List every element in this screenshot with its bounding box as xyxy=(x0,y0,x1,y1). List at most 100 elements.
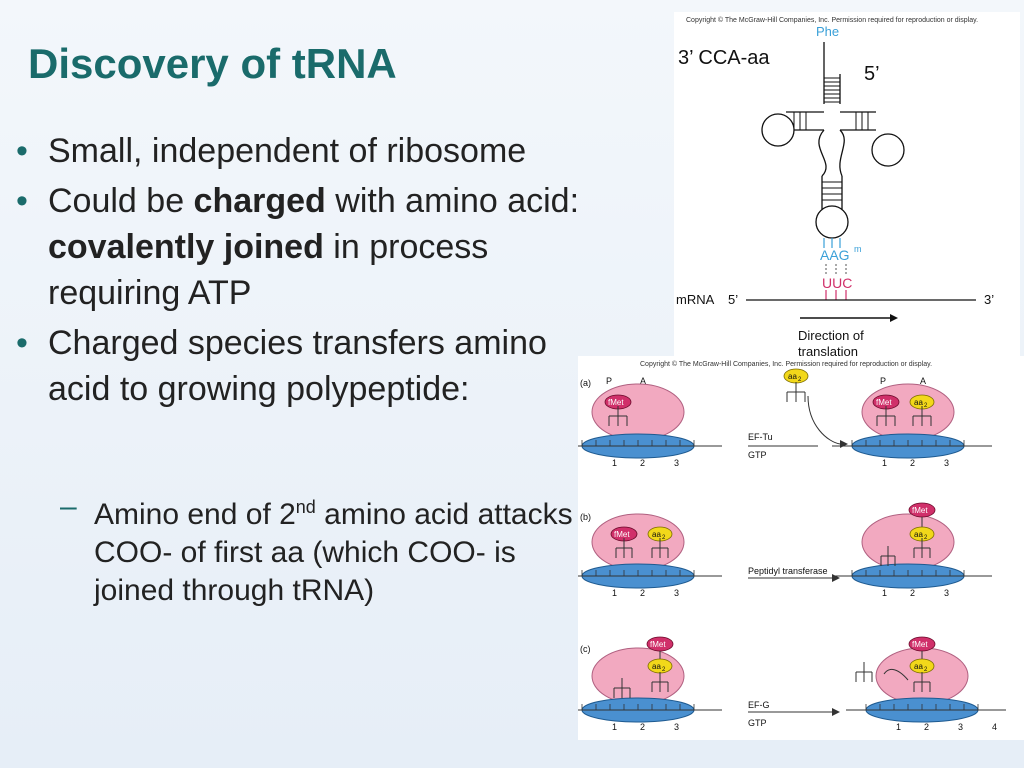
ribosome-large-subunit xyxy=(591,383,685,441)
codon-number: 4 xyxy=(992,722,997,732)
codon-number: 1 xyxy=(612,588,617,598)
aa2-subscript: 2 xyxy=(662,667,666,673)
aa2-label: aa xyxy=(652,530,661,539)
bullet-text: Could be xyxy=(48,182,194,220)
fmet-label: fMet xyxy=(650,640,666,649)
bold-text: covalently joined xyxy=(48,228,324,266)
base-pair-dots xyxy=(825,264,847,274)
ef-tu-label: EF-Tu xyxy=(748,432,773,442)
fmet-label: fMet xyxy=(912,640,928,649)
codon-number: 3 xyxy=(674,588,679,598)
bullet-list: • Small, independent of ribosome • Could… xyxy=(12,128,622,416)
aa2-subscript: 2 xyxy=(662,535,666,541)
site-p-label: P xyxy=(606,376,612,386)
d-arm-rungs xyxy=(793,112,807,130)
mrna-label: mRNA xyxy=(676,292,715,307)
fmet-label: fMet xyxy=(876,398,892,407)
panel-label-c: (c) xyxy=(580,644,591,654)
t-arm-rungs xyxy=(855,112,869,130)
bullet-item: • Could be charged with amino acid: cova… xyxy=(12,178,608,316)
codon-number: 2 xyxy=(640,458,645,468)
trna-stub xyxy=(855,662,873,682)
fmet-label: fMet xyxy=(608,398,624,407)
trna-diagram: Copyright © The McGraw-Hill Companies, I… xyxy=(676,16,994,359)
arrow-head xyxy=(890,314,898,322)
codon-number: 1 xyxy=(882,588,887,598)
bullet-text: Charged species transfers amino acid to … xyxy=(48,324,547,408)
bullet-text: with amino acid: xyxy=(325,182,580,220)
codon-number: 3 xyxy=(944,588,949,598)
trna-stub xyxy=(651,672,669,692)
copyright-text: Copyright © The McGraw-Hill Companies, I… xyxy=(640,360,932,368)
trna-stub xyxy=(912,406,932,426)
ribosome-diagram: Copyright © The McGraw-Hill Companies, I… xyxy=(562,360,1006,732)
mrna-5-label: 5’ xyxy=(728,292,738,307)
codon-number: 1 xyxy=(896,722,901,732)
arrow-head xyxy=(832,574,840,582)
codon-number: 2 xyxy=(910,458,915,468)
codon-number: 2 xyxy=(924,722,929,732)
arrow-head xyxy=(832,708,840,716)
direction-text: translation xyxy=(798,344,858,359)
gtp-label: GTP xyxy=(748,450,767,460)
aa2-label: aa xyxy=(788,372,797,381)
panel-label-a: (a) xyxy=(580,378,591,388)
sub-bullet-text: amino acid attacks COO- of first aa (whi… xyxy=(94,498,573,607)
site-a-label: A xyxy=(920,376,926,386)
anticodon-text: AAG xyxy=(820,247,850,263)
trna-stub xyxy=(880,546,896,566)
codon-text: UUC xyxy=(822,275,852,291)
codon-number: 2 xyxy=(640,588,645,598)
codon-number: 3 xyxy=(958,722,963,732)
variable-loop xyxy=(818,129,845,177)
trna-stub xyxy=(613,678,631,698)
trna-stub xyxy=(651,538,669,558)
bullet-text: in process requiring ATP xyxy=(48,228,489,312)
phe-label: Phe xyxy=(816,24,839,39)
panel-label-b: (b) xyxy=(580,512,591,522)
trna-stub xyxy=(615,538,633,558)
aa2-subscript: 2 xyxy=(924,535,928,541)
bullet-marker: • xyxy=(16,132,28,170)
codon-number: 1 xyxy=(612,722,617,732)
trna-stub xyxy=(913,538,931,558)
site-a-label: A xyxy=(640,376,646,386)
peptidyl-transferase-label: Peptidyl transferase xyxy=(748,566,828,576)
aa2-subscript: 2 xyxy=(798,377,802,383)
codon-number: 3 xyxy=(674,458,679,468)
d-loop xyxy=(761,113,795,147)
t-loop xyxy=(871,133,905,167)
sub-bullet: – Amino end of 2nd amino acid attacks CO… xyxy=(60,488,594,610)
trna-stub xyxy=(786,382,806,402)
ribosome-figure: Copyright © The McGraw-Hill Companies, I… xyxy=(562,356,1024,740)
codon-number: 1 xyxy=(882,458,887,468)
ribosome-large-subunit xyxy=(861,513,955,571)
fmet-label: fMet xyxy=(912,506,928,515)
trna-stub xyxy=(608,406,628,426)
codon-number: 2 xyxy=(640,722,645,732)
bullet-item: • Charged species transfers amino acid t… xyxy=(12,320,548,412)
trna-stub xyxy=(876,406,896,426)
aa2-label: aa xyxy=(652,662,661,671)
trna-figure: Copyright © The McGraw-Hill Companies, I… xyxy=(674,12,1020,360)
mrna-3-label: 3’ xyxy=(984,292,994,307)
anticodon-loop xyxy=(815,205,849,239)
anticodon-sup: m xyxy=(854,244,862,254)
bullet-item: • Small, independent of ribosome xyxy=(12,128,622,174)
copyright-text: Copyright © The McGraw-Hill Companies, I… xyxy=(686,16,978,24)
acceptor-rungs xyxy=(824,77,840,103)
bullet-text: Small, independent of ribosome xyxy=(48,132,527,170)
dash-marker: – xyxy=(60,490,77,523)
codon-number: 1 xyxy=(612,458,617,468)
five-prime-label: 5’ xyxy=(864,63,880,85)
ribosome-large-subunit xyxy=(591,647,685,705)
aa2-label: aa xyxy=(914,398,923,407)
aa2-label: aa xyxy=(914,662,923,671)
codon-number: 3 xyxy=(674,722,679,732)
superscript: nd xyxy=(295,497,316,517)
aa2-subscript: 2 xyxy=(924,667,928,673)
bullet-marker: • xyxy=(16,182,28,220)
gtp-label: GTP xyxy=(748,718,767,728)
anticodon-bases xyxy=(823,238,841,248)
fmet-label: fMet xyxy=(614,530,630,539)
